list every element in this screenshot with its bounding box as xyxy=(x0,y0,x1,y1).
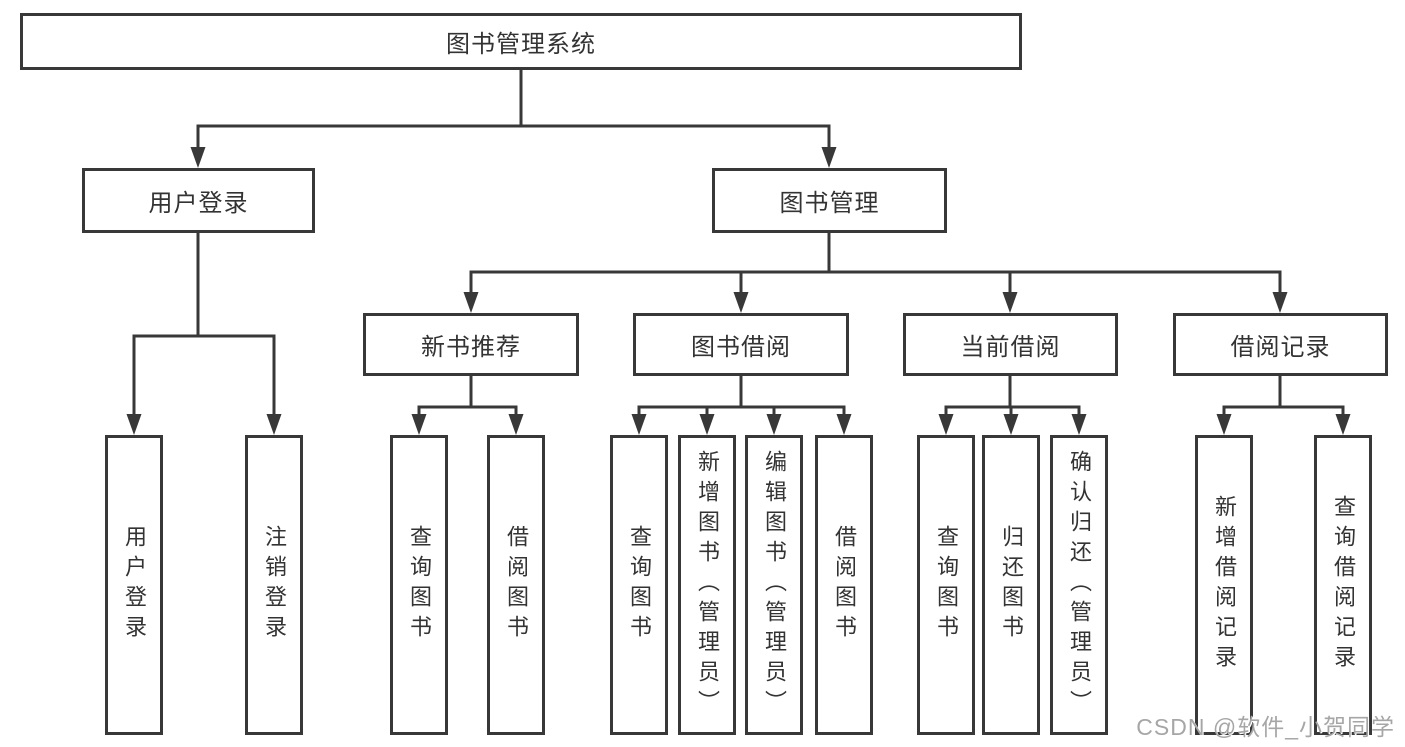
leaf-add-book-admin-label: 新增图书（管理员） xyxy=(695,450,720,720)
node-root: 图书管理系统 xyxy=(20,13,1022,70)
node-new-book-recommendation-label: 新书推荐 xyxy=(421,334,521,361)
edges-book-mgmt xyxy=(463,231,1288,313)
arrowhead-icon xyxy=(190,147,206,168)
node-user-login-label: 用户登录 xyxy=(148,190,249,217)
leaf-query-books-borrow: 查询图书 xyxy=(610,435,668,735)
leaf-edit-book-admin-label: 编辑图书（管理员） xyxy=(762,450,787,720)
arrowhead-icon xyxy=(463,292,479,313)
arrowhead-icon xyxy=(938,414,954,435)
leaf-confirm-return-admin: 确认归还（管理员） xyxy=(1050,435,1108,735)
arrowhead-icon xyxy=(1335,414,1351,435)
leaf-query-books-current-label: 查询图书 xyxy=(934,525,959,645)
leaf-edit-book-admin: 编辑图书（管理员） xyxy=(745,435,803,735)
arrowhead-icon xyxy=(836,414,852,435)
node-current-borrowing-label: 当前借阅 xyxy=(960,334,1061,361)
leaf-add-borrow-record: 新增借阅记录 xyxy=(1195,435,1253,735)
leaf-user-login-label: 用户登录 xyxy=(122,525,147,645)
arrowhead-icon xyxy=(266,414,282,435)
node-book-management-label: 图书管理 xyxy=(779,190,880,217)
leaf-borrow-books-borrow: 借阅图书 xyxy=(815,435,873,735)
node-book-borrowing: 图书借阅 xyxy=(633,313,849,376)
node-book-borrowing-label: 图书借阅 xyxy=(691,334,791,361)
leaf-add-borrow-record-label: 新增借阅记录 xyxy=(1212,495,1237,675)
node-new-book-recommendation: 新书推荐 xyxy=(363,313,579,376)
arrowhead-icon xyxy=(821,147,837,168)
edges-current-borrow xyxy=(938,374,1087,435)
csdn-watermark: CSDN @软件_小贺同学 xyxy=(1136,714,1395,740)
leaf-query-borrow-record-label: 查询借阅记录 xyxy=(1331,495,1356,675)
leaf-logout-label: 注销登录 xyxy=(262,525,287,645)
arrowhead-icon xyxy=(1002,292,1018,313)
leaf-borrow-books-borrow-label: 借阅图书 xyxy=(832,525,857,645)
node-borrowing-records: 借阅记录 xyxy=(1173,313,1388,376)
node-book-management: 图书管理 xyxy=(712,168,947,233)
leaf-add-book-admin: 新增图书（管理员） xyxy=(678,435,736,735)
arrowhead-icon xyxy=(1071,414,1087,435)
leaf-borrow-books-rec-label: 借阅图书 xyxy=(504,525,529,645)
edges-borrow-records xyxy=(1216,374,1351,435)
leaf-query-books-rec: 查询图书 xyxy=(390,435,448,735)
arrowhead-icon xyxy=(508,414,524,435)
arrowhead-icon xyxy=(631,414,647,435)
arrowhead-icon xyxy=(1272,292,1288,313)
leaf-user-login: 用户登录 xyxy=(105,435,163,735)
node-user-login: 用户登录 xyxy=(82,168,315,233)
node-current-borrowing: 当前借阅 xyxy=(903,313,1118,376)
node-borrowing-records-label: 借阅记录 xyxy=(1230,334,1331,361)
edges-book-borrow xyxy=(631,374,852,435)
edges-root xyxy=(190,68,837,168)
leaf-return-book-label: 归还图书 xyxy=(999,525,1024,645)
leaf-query-borrow-record: 查询借阅记录 xyxy=(1314,435,1372,735)
leaf-logout: 注销登录 xyxy=(245,435,303,735)
arrowhead-icon xyxy=(733,292,749,313)
edges-user-login xyxy=(126,231,282,435)
leaf-query-books-current: 查询图书 xyxy=(917,435,975,735)
leaf-confirm-return-admin-label: 确认归还（管理员） xyxy=(1067,450,1092,720)
leaf-return-book: 归还图书 xyxy=(982,435,1040,735)
leaf-borrow-books-rec: 借阅图书 xyxy=(487,435,545,735)
arrowhead-icon xyxy=(699,414,715,435)
edges-new-book-rec xyxy=(411,374,524,435)
arrowhead-icon xyxy=(1003,414,1019,435)
node-root-label: 图书管理系统 xyxy=(446,31,596,58)
arrowhead-icon xyxy=(1216,414,1232,435)
leaf-query-books-rec-label: 查询图书 xyxy=(407,525,432,645)
arrowhead-icon xyxy=(126,414,142,435)
arrowhead-icon xyxy=(766,414,782,435)
leaf-query-books-borrow-label: 查询图书 xyxy=(627,525,652,645)
arrowhead-icon xyxy=(411,414,427,435)
